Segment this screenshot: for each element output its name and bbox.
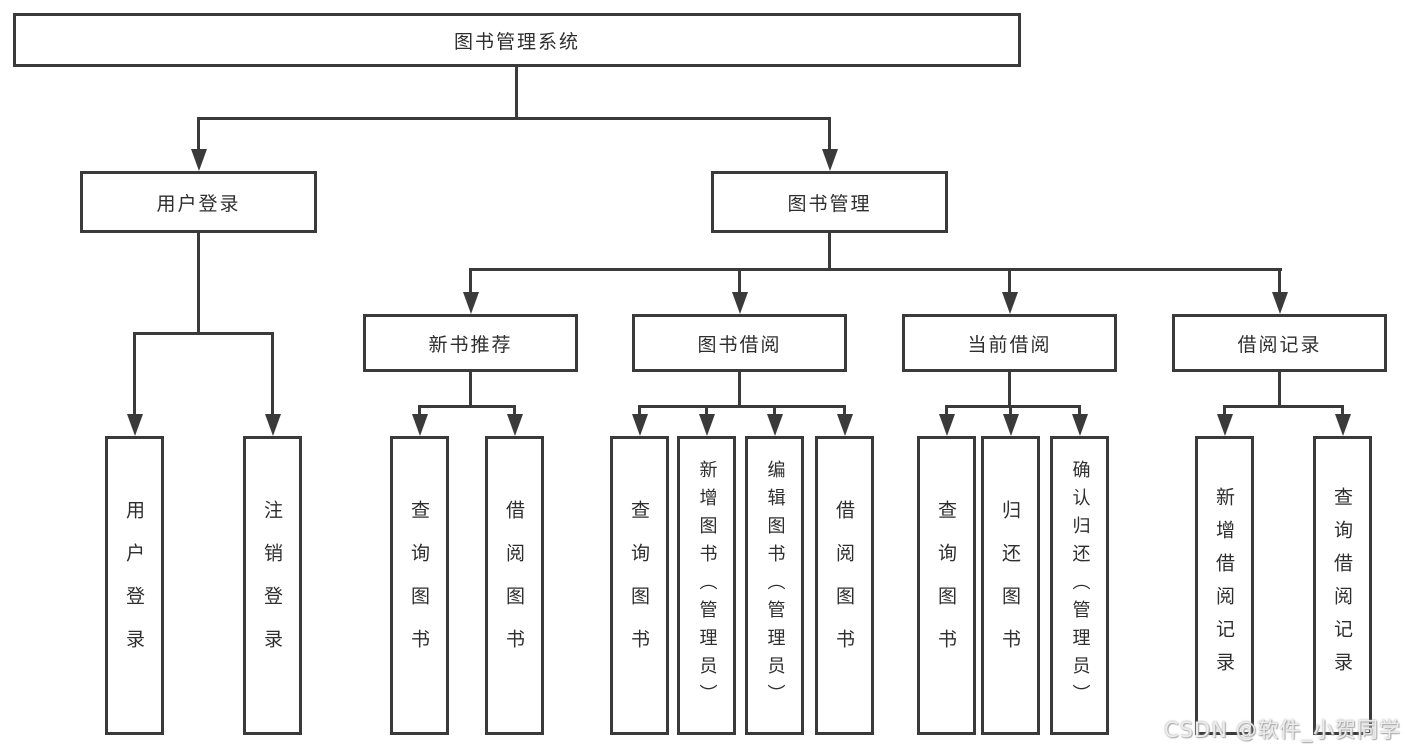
connector-line xyxy=(945,405,1080,408)
node-label: 用户登录 xyxy=(156,192,241,215)
node-label: 借阅记录 xyxy=(1237,333,1322,356)
connector-line xyxy=(197,117,200,151)
arrowhead-down-icon xyxy=(631,414,648,436)
connector-line xyxy=(705,405,708,417)
node-label: 图书管理系统 xyxy=(453,30,580,53)
arrowhead-down-icon xyxy=(731,292,748,314)
leaf-add-borrow-record: 新增借阅记录 xyxy=(1195,436,1254,735)
connector-line xyxy=(1078,405,1081,417)
arrowhead-down-icon xyxy=(462,292,479,314)
leaf-label: 查询图书 xyxy=(628,499,650,672)
connector-line xyxy=(133,332,136,415)
leaf-borrow-books-recommend: 借阅图书 xyxy=(485,436,544,735)
arrowhead-down-icon xyxy=(190,149,207,171)
node-user-login: 用户登录 xyxy=(80,171,317,233)
leaf-query-borrow-record: 查询借阅记录 xyxy=(1313,436,1372,735)
leaf-add-books-admin: 新增图书（管理员） xyxy=(677,436,736,735)
arrowhead-down-icon xyxy=(1271,292,1288,314)
connector-line xyxy=(945,405,948,417)
connector-line xyxy=(197,233,200,335)
arrowhead-down-icon xyxy=(1334,414,1351,436)
connector-line xyxy=(828,233,831,271)
leaf-borrow-books: 借阅图书 xyxy=(815,436,874,735)
arrowhead-down-icon xyxy=(264,414,281,436)
leaf-label: 用户登录 xyxy=(123,499,145,672)
connector-line xyxy=(1278,372,1281,408)
arrowhead-down-icon xyxy=(1002,414,1019,436)
leaf-query-books-current: 查询图书 xyxy=(917,436,976,735)
leaf-label: 新增借阅记录 xyxy=(1213,486,1235,685)
leaf-label: 确认归还（管理员） xyxy=(1069,459,1091,712)
arrowhead-down-icon xyxy=(766,414,783,436)
leaf-edit-books-admin: 编辑图书（管理员） xyxy=(745,436,804,735)
connector-line xyxy=(738,372,741,408)
arrowhead-down-icon xyxy=(411,414,428,436)
node-book-management: 图书管理 xyxy=(711,171,948,233)
connector-line xyxy=(1223,405,1344,408)
leaf-label: 注销登录 xyxy=(261,499,283,672)
leaf-query-books-recommend: 查询图书 xyxy=(390,436,449,735)
connector-line xyxy=(469,268,472,296)
connector-line xyxy=(1223,405,1226,417)
connector-line xyxy=(515,67,518,120)
connector-line xyxy=(418,405,516,408)
connector-line xyxy=(738,268,741,296)
connector-line xyxy=(271,332,274,415)
node-label: 图书借阅 xyxy=(697,333,782,356)
connector-line xyxy=(513,405,516,417)
connector-line xyxy=(469,372,472,408)
leaf-return-books: 归还图书 xyxy=(981,436,1040,735)
node-book-borrow: 图书借阅 xyxy=(632,314,847,372)
leaf-label: 查询借阅记录 xyxy=(1331,486,1353,685)
leaf-label: 新增图书（管理员） xyxy=(696,459,718,712)
leaf-label: 借阅图书 xyxy=(833,499,855,672)
node-library-system: 图书管理系统 xyxy=(13,13,1021,67)
node-new-book-recommend: 新书推荐 xyxy=(363,314,578,372)
connector-line xyxy=(1278,268,1281,296)
arrowhead-down-icon xyxy=(126,414,143,436)
arrowhead-down-icon xyxy=(1071,414,1088,436)
leaf-label: 编辑图书（管理员） xyxy=(764,459,786,712)
node-label: 当前借阅 xyxy=(967,333,1052,356)
connector-line xyxy=(638,405,846,408)
connector-line xyxy=(133,332,274,335)
node-label: 新书推荐 xyxy=(428,333,513,356)
csdn-watermark: CSDN @软件_小贺同学 xyxy=(1163,718,1401,742)
leaf-query-books-borrow: 查询图书 xyxy=(610,436,669,735)
arrowhead-down-icon xyxy=(836,414,853,436)
connector-line xyxy=(197,117,831,120)
leaf-confirm-return-admin: 确认归还（管理员） xyxy=(1050,436,1109,735)
connector-line xyxy=(638,405,641,417)
connector-line xyxy=(1341,405,1344,417)
connector-line xyxy=(1009,405,1012,417)
arrowhead-down-icon xyxy=(1216,414,1233,436)
leaf-label: 查询图书 xyxy=(408,499,430,672)
leaf-label: 归还图书 xyxy=(999,499,1021,672)
node-label: 图书管理 xyxy=(787,192,872,215)
arrowhead-down-icon xyxy=(1001,292,1018,314)
arrowhead-down-icon xyxy=(698,414,715,436)
connector-line xyxy=(828,117,831,151)
connector-line xyxy=(418,405,421,417)
arrowhead-down-icon xyxy=(821,149,838,171)
node-current-borrow: 当前借阅 xyxy=(902,314,1117,372)
connector-line xyxy=(843,405,846,417)
node-borrow-records: 借阅记录 xyxy=(1172,314,1387,372)
leaf-user-login: 用户登录 xyxy=(105,436,164,735)
connector-line xyxy=(469,268,1282,271)
arrowhead-down-icon xyxy=(506,414,523,436)
connector-line xyxy=(773,405,776,417)
connector-line xyxy=(1008,372,1011,408)
leaf-logout: 注销登录 xyxy=(243,436,302,735)
arrowhead-down-icon xyxy=(938,414,955,436)
leaf-label: 借阅图书 xyxy=(503,499,525,672)
leaf-label: 查询图书 xyxy=(935,499,957,672)
connector-line xyxy=(1008,268,1011,296)
